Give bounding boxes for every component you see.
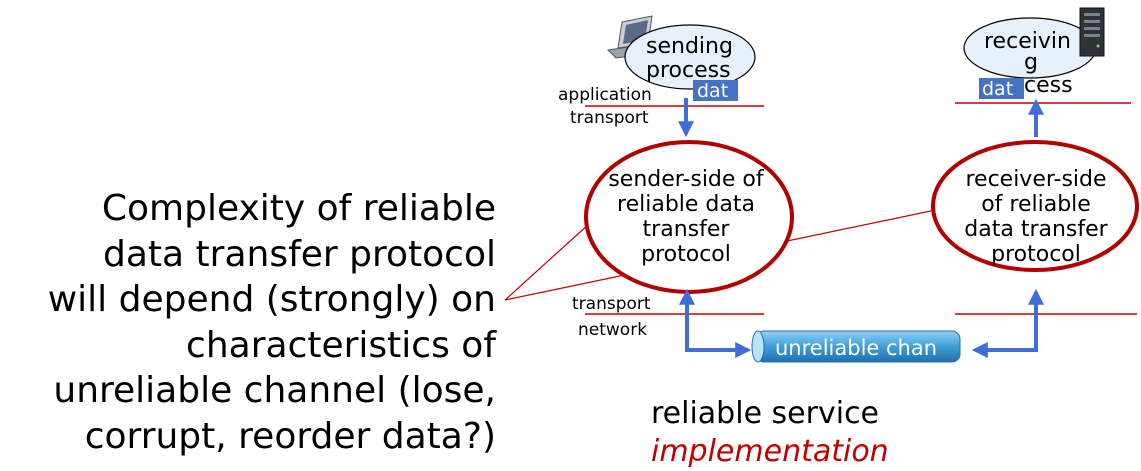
sender-data-box xyxy=(693,80,738,101)
server-icon xyxy=(1079,7,1105,57)
sending-process-line-1: sending xyxy=(646,34,733,59)
caption-reliable-service: reliable service xyxy=(651,396,879,431)
receiver-data-box xyxy=(979,78,1024,99)
receiver-protocol-line-3: data transfer xyxy=(964,217,1108,242)
sending-process-line-2: process xyxy=(646,58,731,83)
complexity-note: Complexity of reliable data transfer pro… xyxy=(0,186,496,459)
sender-protocol-line-4: protocol xyxy=(641,242,731,267)
receiving-process-line-1: receivin xyxy=(984,29,1071,54)
note-line-6: corrupt, reorder data?) xyxy=(84,415,496,457)
receiver-data-label: dat xyxy=(982,78,1013,100)
sender-layer-network: network xyxy=(578,320,647,340)
note-line-4: characteristics of xyxy=(186,324,496,366)
receiver-side: receivin g cess dat receiver-side of rel… xyxy=(931,7,1139,358)
sender-data-label: dat xyxy=(697,80,728,102)
sender-protocol-line-2: reliable data xyxy=(617,192,755,217)
channel-pipe-end xyxy=(751,330,765,363)
note-line-5: unreliable channel (lose, xyxy=(53,370,496,411)
sending-process-bubble xyxy=(624,24,756,90)
sender-protocol-line-3: transfer xyxy=(643,217,731,242)
note-line-3: will depend (strongly) on xyxy=(47,279,496,320)
receiver-protocol-line-4: protocol xyxy=(991,242,1081,267)
sender-layer-application: application xyxy=(558,85,652,105)
receiving-process-line-3: cess xyxy=(1024,73,1073,98)
receiver-protocol-line-2: of reliable xyxy=(981,192,1091,217)
receiving-process-line-2: g xyxy=(1024,50,1038,75)
note-line-2: data transfer protocol xyxy=(103,233,496,275)
sender-layer-transport: transport xyxy=(570,108,649,128)
sender-protocol-line-1: sender-side of xyxy=(608,167,765,192)
receiver-protocol-oval xyxy=(931,140,1139,272)
receiver-protocol-line-1: receiver-side xyxy=(965,167,1106,192)
caption-implementation: implementation xyxy=(651,434,889,469)
sender-side: sending process dat application transpor… xyxy=(558,15,794,358)
channel-label: unreliable chan xyxy=(775,336,937,360)
note-line-1: Complexity of reliable xyxy=(101,188,496,229)
sender-layer-transport-2: transport xyxy=(572,294,651,314)
sender-channel-arrow xyxy=(679,288,752,358)
unreliable-channel: unreliable chan xyxy=(751,330,961,363)
receiver-channel-arrow xyxy=(971,288,1044,358)
